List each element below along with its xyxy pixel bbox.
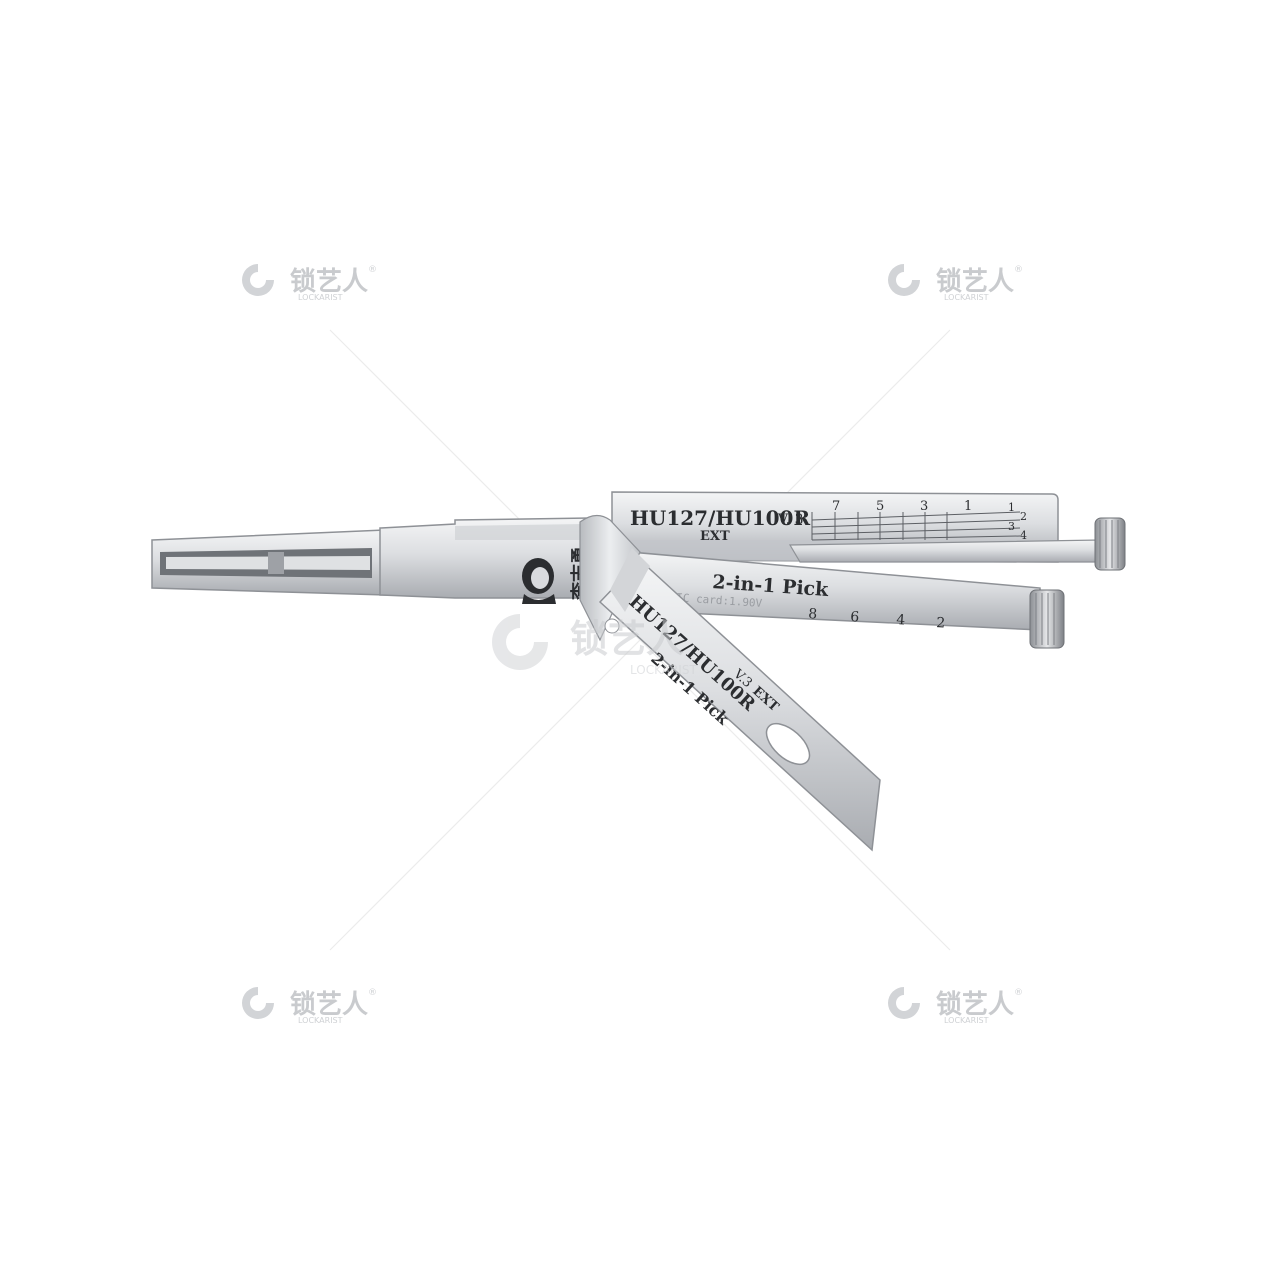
main-blade-version: V. 3: [777, 512, 803, 528]
ic-card-label: IC card:1.90V: [676, 591, 763, 610]
watermark-top-left: 锁艺人 ® LOCKARIST: [242, 264, 377, 302]
depth-mark-side-4: 4: [1020, 529, 1027, 542]
depth-mark-side-3: 3: [1008, 520, 1015, 533]
lower-tension-arm: [1029, 589, 1065, 649]
watermark-registered: ®: [1014, 265, 1023, 275]
depth-mark-top-2: 5: [876, 499, 884, 514]
watermark-registered: ®: [368, 265, 377, 275]
lower-mark-1: 8: [808, 606, 818, 623]
watermark-brand-cn: 锁艺人: [570, 617, 684, 661]
lockarist-swirl-logo-icon: [242, 987, 274, 1019]
knurled-wheel-lower: [1029, 589, 1065, 649]
depth-mark-top-1: 7: [832, 499, 840, 514]
blade-slot-hole: [765, 722, 811, 766]
watermark-brand-en: LOCKARIST: [298, 1016, 343, 1025]
lock-pick-tool: 李志勇 HU127/HU100R V. 3 EXT: [151, 491, 1126, 852]
watermark-brand-cn: 锁艺人: [936, 989, 1014, 1020]
depth-mark-top-4: 1: [964, 499, 972, 514]
depth-mark-side-2: 2: [1020, 510, 1027, 523]
maker-portrait-icon: [522, 558, 556, 604]
depth-scale-grid: [811, 511, 1021, 541]
lockarist-swirl-logo-icon: [492, 614, 548, 670]
lower-mark-4: 2: [936, 615, 946, 632]
watermark-bottom-left: 锁艺人 ® LOCKARIST: [242, 987, 377, 1025]
upper-tension-arm: [788, 517, 1126, 571]
watermark-brand-cn: 锁艺人: [290, 266, 368, 297]
watermark-diagonal-lines: [329, 329, 951, 951]
watermark-brand-en: LOCKARIST: [944, 293, 989, 302]
watermark-brand-cn: 锁艺人: [290, 989, 368, 1020]
watermark-top-right: 锁艺人 ® LOCKARIST: [888, 264, 1023, 302]
watermark-center: 锁艺人 LOCKARIST: [492, 614, 697, 677]
watermark-bottom-right: 锁艺人 ® LOCKARIST: [888, 987, 1023, 1025]
lower-mark-3: 4: [896, 612, 906, 629]
watermark-brand-en: LOCKARIST: [298, 293, 343, 302]
lockarist-swirl-logo-icon: [888, 264, 920, 296]
pick-tip: [151, 529, 386, 596]
depth-mark-side-1: 1: [1008, 501, 1015, 514]
watermark-brand-cn: 锁艺人: [936, 266, 1014, 297]
lockarist-swirl-logo-icon: [888, 987, 920, 1019]
watermark-registered: ®: [368, 988, 377, 998]
watermark-brand-en: LOCKARIST: [944, 1016, 989, 1025]
watermark-registered: ®: [1014, 988, 1023, 998]
watermark-brand-en: LOCKARIST: [630, 663, 697, 677]
second-blade: 2-in-1 Pick IC card:1.90V 8 6 4 2: [619, 551, 1041, 632]
lower-mark-2: 6: [850, 609, 860, 626]
pick-shaft: 李志勇: [379, 517, 599, 604]
main-blade-variant: EXT: [700, 529, 730, 544]
main-blade-model: HU127/HU100R: [630, 506, 810, 530]
depth-mark-top-3: 3: [920, 499, 928, 514]
lockarist-swirl-logo-icon: [242, 264, 274, 296]
